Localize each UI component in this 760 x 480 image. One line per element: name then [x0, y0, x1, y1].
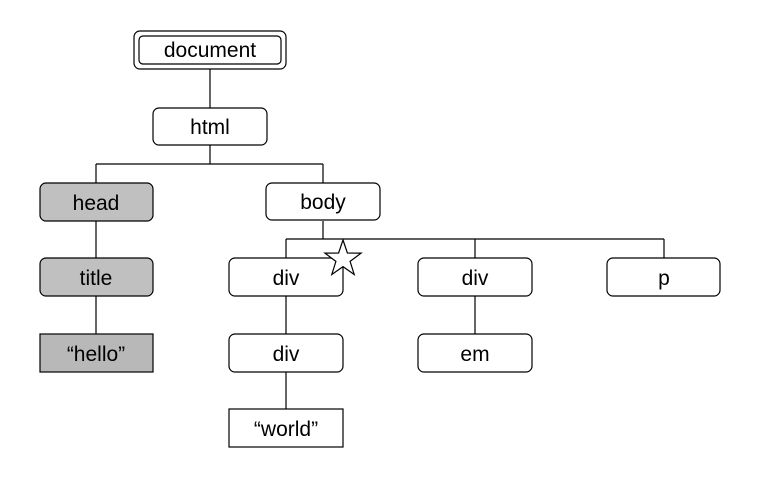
node-head-label: head [73, 192, 120, 215]
node-hello: “hello” [39, 333, 154, 373]
node-div3-label: div [273, 343, 300, 366]
node-document-label: document [164, 39, 256, 62]
node-title: title [39, 257, 154, 297]
node-div2-label: div [462, 267, 489, 290]
node-div1: div [228, 257, 344, 297]
node-div3: div [228, 333, 344, 373]
node-div1-label: div [273, 267, 300, 290]
node-body: body [265, 182, 381, 221]
node-div2: div [417, 257, 533, 297]
node-html-label: html [190, 116, 230, 139]
node-em-label: em [460, 343, 489, 366]
node-em: em [417, 333, 533, 373]
node-world: “world” [228, 408, 344, 448]
star-icon [323, 238, 363, 277]
node-world-label: “world” [254, 418, 318, 441]
node-document: document [133, 30, 287, 70]
node-p-label: p [658, 267, 670, 290]
node-hello-label: “hello” [67, 343, 125, 366]
node-head: head [39, 182, 154, 222]
node-title-label: title [80, 267, 113, 290]
node-html: html [152, 107, 268, 146]
node-p: p [606, 257, 721, 297]
node-body-label: body [300, 191, 346, 214]
tree-edges [95, 69, 665, 409]
